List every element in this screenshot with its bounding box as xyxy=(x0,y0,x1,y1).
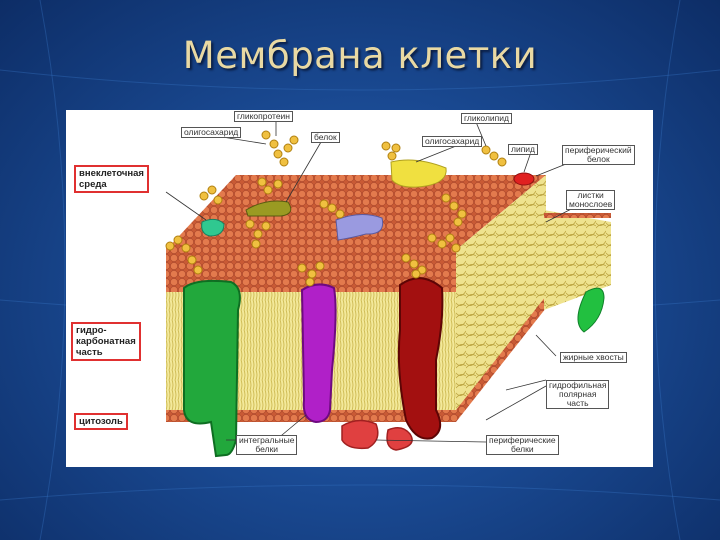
leaflet-heads-top xyxy=(544,213,611,218)
label-monolayer-leaflets: листки монослоев xyxy=(566,190,615,210)
label-cytosol: цитозоль xyxy=(74,413,128,430)
red-peripheral-bottom-2 xyxy=(387,428,412,450)
label-extracellular: внеклеточная среда xyxy=(74,165,149,193)
label-protein: белок xyxy=(311,132,340,143)
label-glycolipid: гликолипид xyxy=(461,113,512,124)
slide-title: Мембрана клетки xyxy=(0,34,720,77)
label-fatty-tails: жирные хвосты xyxy=(560,352,627,363)
teal-protein xyxy=(202,219,224,236)
darkred-integral-protein xyxy=(399,278,443,438)
label-hydrophilic-polar: гидрофильная полярная часть xyxy=(546,380,609,409)
green-integral-protein xyxy=(184,281,240,456)
label-peripheral-protein-top: периферический белок xyxy=(562,145,635,165)
label-peripheral-proteins-bottom: периферические белки xyxy=(486,435,559,455)
purple-integral-protein xyxy=(302,284,336,422)
red-peripheral-bottom-1 xyxy=(342,420,378,448)
label-hydrocarbon-part: гидро- карбонатная часть xyxy=(71,322,141,361)
label-oligosaccharide-left: олигосахарид xyxy=(181,127,241,138)
label-glycoprotein: гликопротеин xyxy=(234,111,293,122)
label-lipid: липид xyxy=(508,144,538,155)
red-peripheral-top xyxy=(514,173,534,185)
membrane-diagram: гликопротеин олигосахарид белок гликолип… xyxy=(66,110,653,467)
label-oligosaccharide-right: олигосахарид xyxy=(422,136,482,147)
label-integral-proteins: интегральные белки xyxy=(236,435,297,455)
